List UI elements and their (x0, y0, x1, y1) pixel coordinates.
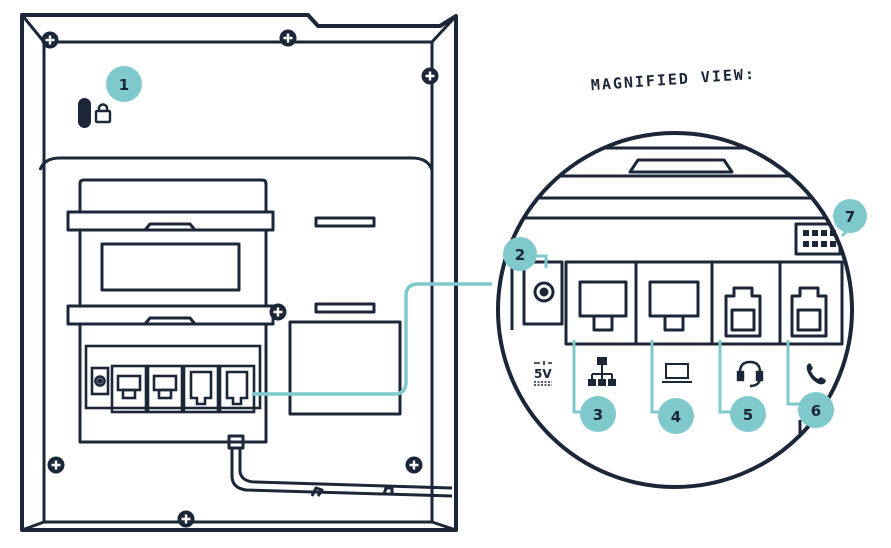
callout-7: 7 (833, 199, 867, 233)
handset-icon (806, 363, 826, 385)
magnified-view: 5V (496, 131, 854, 489)
ext-port-pins (803, 230, 836, 247)
magnify-connector-line (252, 282, 492, 396)
screw-icon (47, 456, 65, 474)
callout-3: 3 (580, 396, 616, 432)
callout-1: 1 (106, 66, 142, 102)
phone-body (20, 13, 458, 532)
headset-icon (736, 360, 764, 388)
callout-1-label: 1 (119, 76, 129, 94)
magnified-view-title: MAGNIFIED VIEW: (590, 65, 756, 94)
callout-4: 4 (658, 398, 694, 434)
callout-2-label: 2 (515, 246, 525, 264)
screw-icon (269, 303, 287, 321)
handset-cord (227, 434, 453, 498)
callout-badges: 1 2 3 4 5 6 7 (106, 66, 867, 434)
callout-3-label: 3 (593, 406, 603, 424)
screw-icon (405, 456, 423, 474)
screw-icon (177, 510, 195, 528)
callout-2: 2 (503, 237, 537, 271)
callout-7-label: 7 (845, 208, 855, 226)
callout-5-label: 5 (743, 406, 753, 424)
network-icon (588, 357, 616, 386)
callout-6-label: 6 (811, 402, 821, 420)
stand-outline (38, 156, 434, 171)
phone-outer-outline (20, 13, 458, 532)
callout-4-label: 4 (671, 408, 681, 426)
screw-icons (41, 29, 439, 528)
lock-icon (94, 103, 112, 124)
computer-icon (662, 363, 692, 383)
screw-icon (279, 29, 297, 47)
magnifier-circle (496, 131, 854, 489)
callout-6: 6 (798, 392, 834, 428)
screw-icon (41, 31, 59, 49)
power-label-icon: 5V (534, 361, 552, 386)
security-slot (78, 98, 91, 128)
screw-icon (421, 67, 439, 85)
callout-5: 5 (730, 396, 766, 432)
phone-port-panel (84, 344, 262, 414)
power-label: 5V (534, 367, 552, 381)
